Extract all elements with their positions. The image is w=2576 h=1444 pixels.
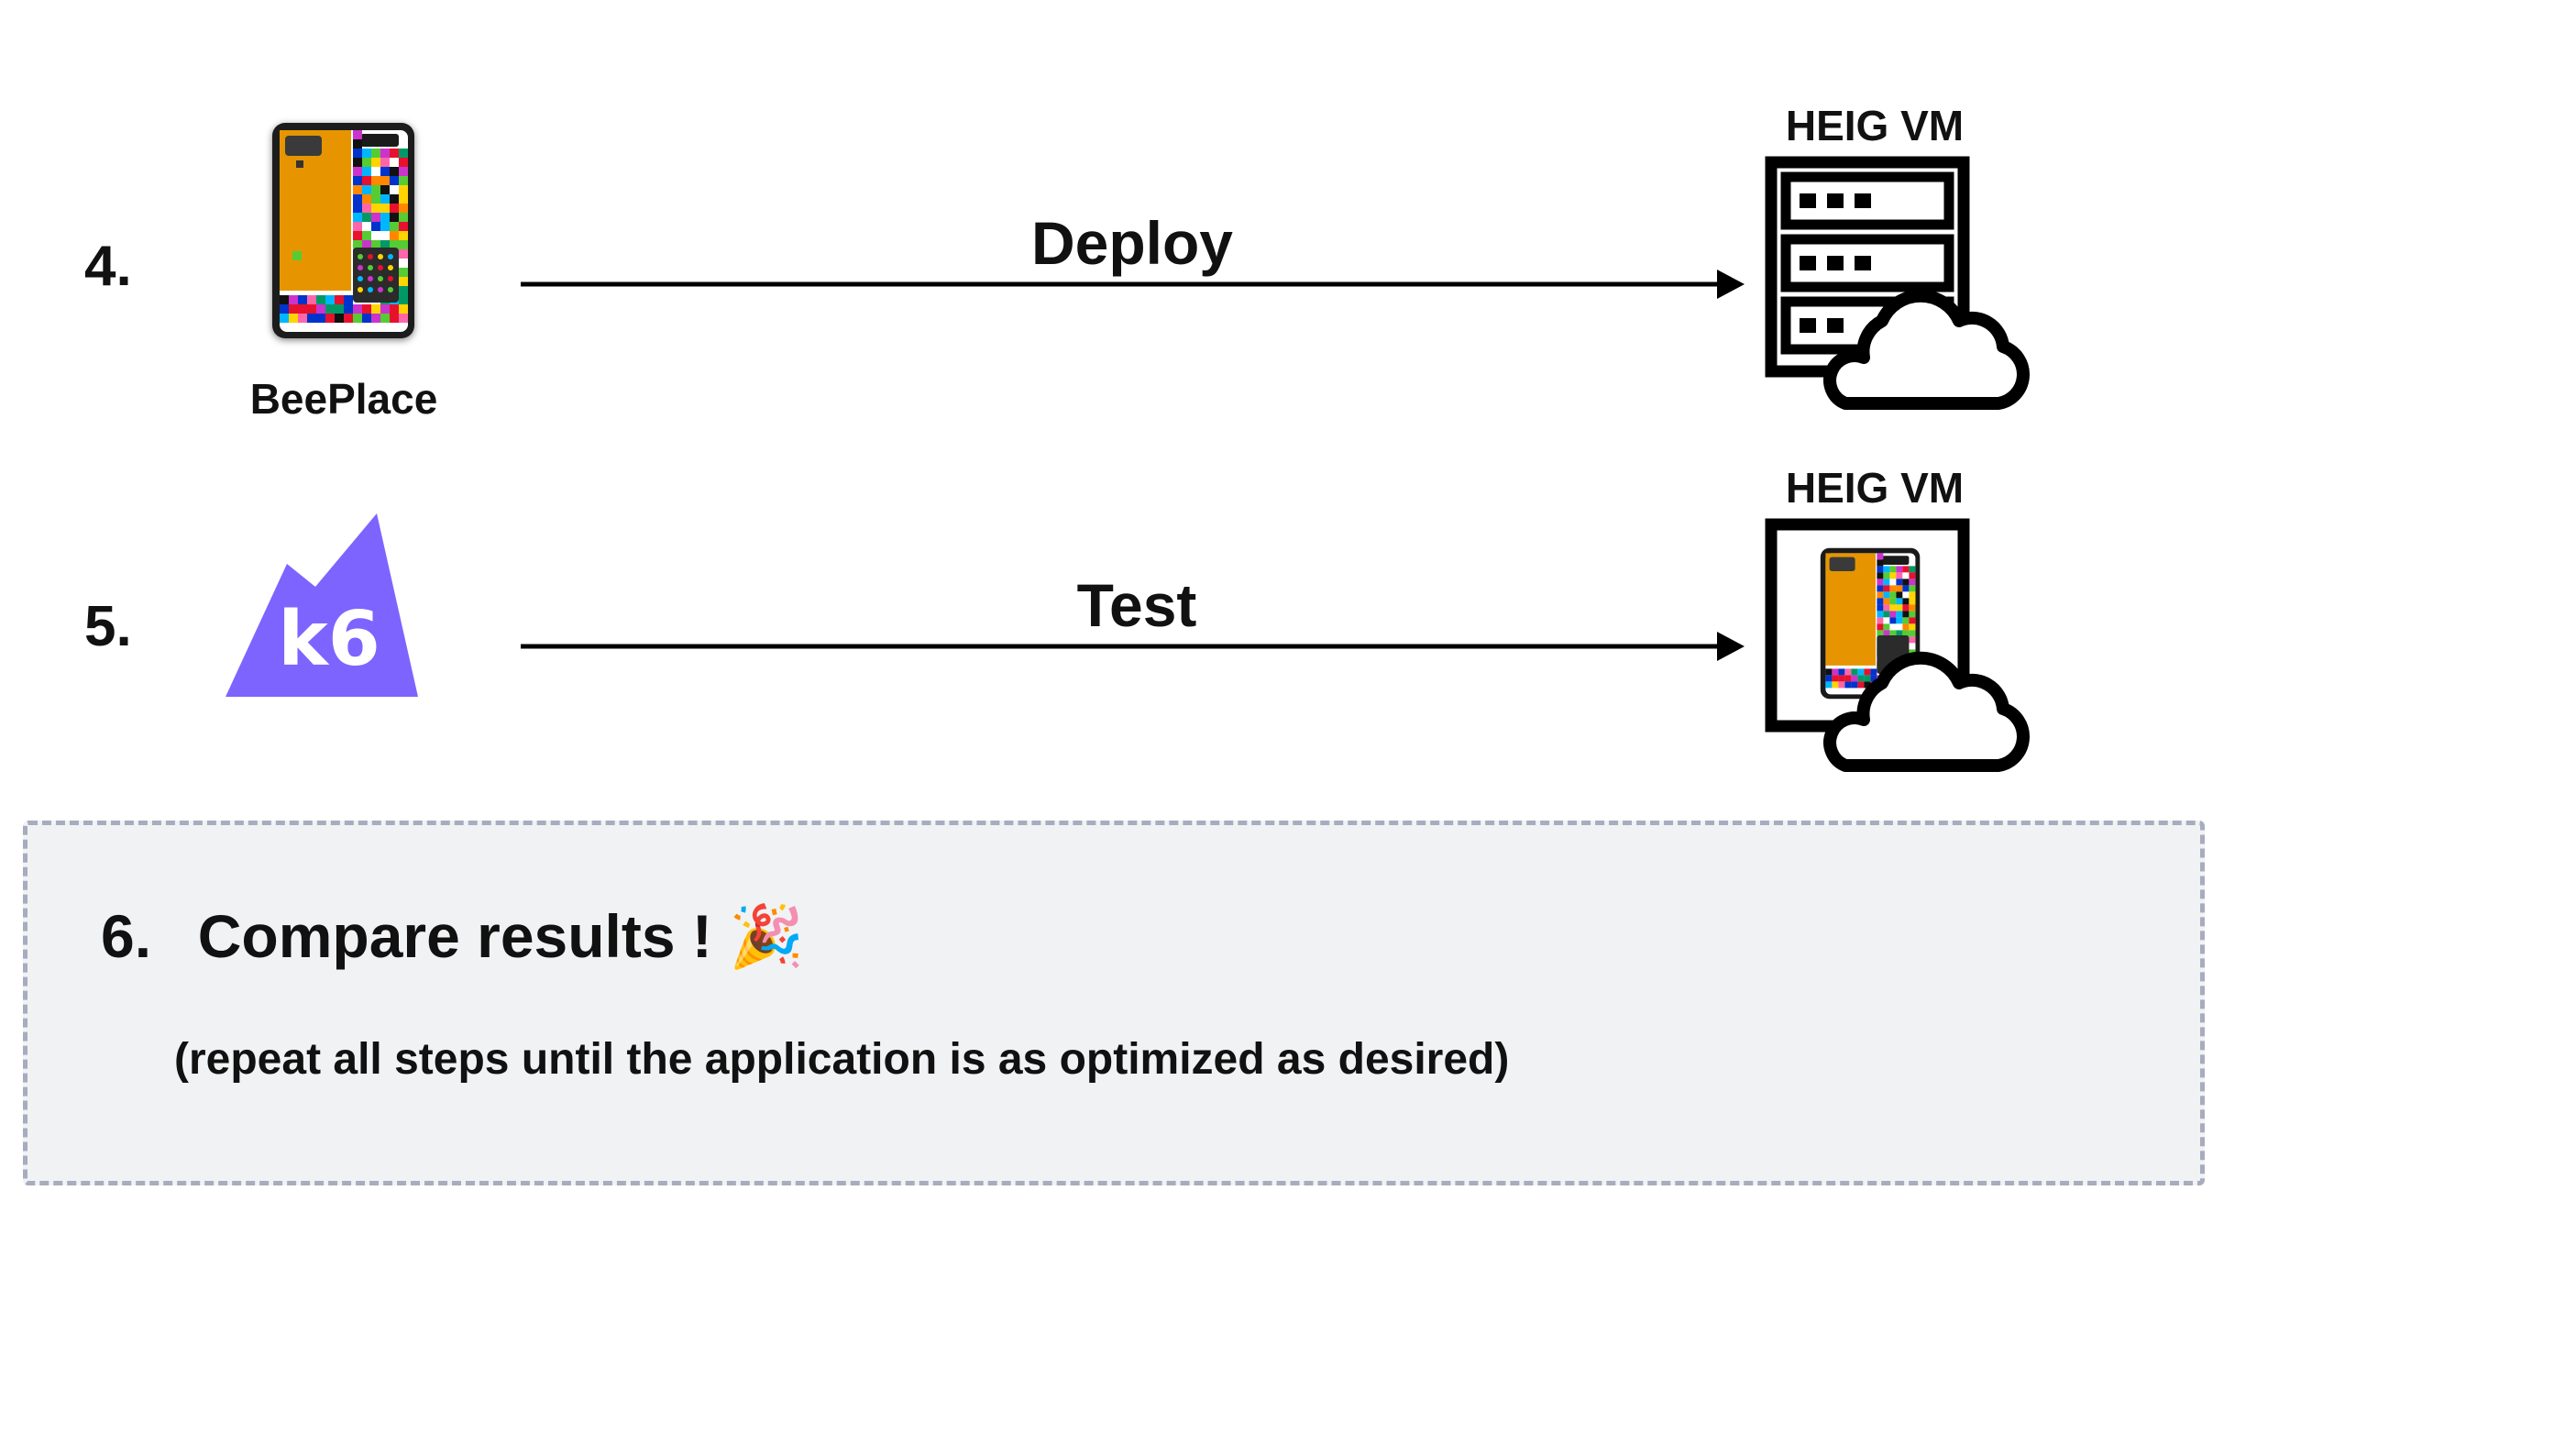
heig-vm-label-2: HEIG VM: [1785, 464, 1965, 512]
step-5-number: 5.: [84, 595, 132, 658]
k6-logo-icon: k6: [226, 513, 418, 697]
compare-results-panel: 6. Compare results ! 🎉 (repeat all steps…: [23, 821, 2205, 1185]
repeat-steps-note: (repeat all steps until the application …: [174, 1035, 1510, 1084]
compare-results-text: Compare results !: [197, 902, 712, 970]
beeplace-label: BeePlace: [249, 375, 438, 423]
test-arrow: [521, 632, 1745, 661]
vm-with-beeplace-icon: [1765, 518, 2030, 772]
step-6-number: 6.: [101, 902, 152, 970]
server-cloud-icon: [1765, 156, 2030, 410]
test-label: Test: [1076, 571, 1197, 639]
heig-vm-label-1: HEIG VM: [1785, 102, 1965, 149]
step-4-number: 4.: [84, 235, 132, 298]
deploy-arrow: [521, 270, 1745, 299]
compare-results-title: 6. Compare results ! 🎉: [101, 901, 804, 973]
k6-logo-text: k6: [278, 596, 380, 683]
beeplace-app-icon: [272, 123, 414, 338]
party-popper-icon: 🎉: [729, 901, 805, 972]
deploy-label: Deploy: [1030, 209, 1234, 277]
